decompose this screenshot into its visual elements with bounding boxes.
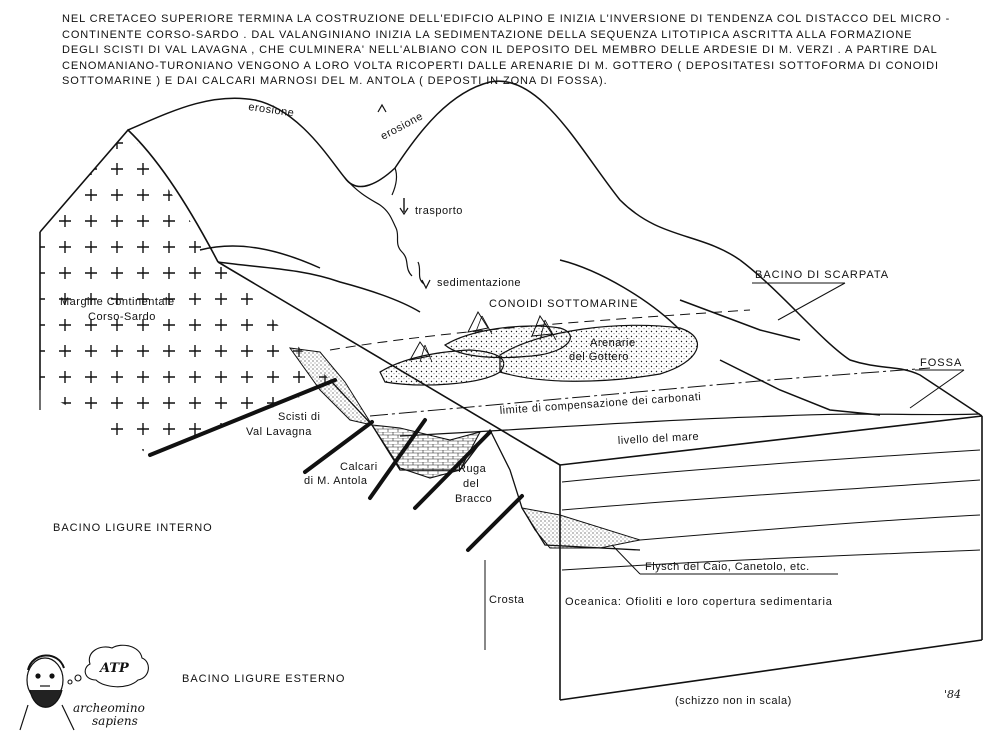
- arenarie-label: Arenarie: [590, 337, 636, 349]
- margin-label-2: Corso-Sardo: [88, 311, 156, 323]
- val-lavagna-label: Val Lavagna: [246, 426, 312, 438]
- not-to-scale-label: (schizzo non in scala): [675, 695, 792, 707]
- inner-basin-label: BACINO LIGURE INTERNO: [53, 522, 213, 534]
- submarine-fan-deposits: [379, 310, 699, 386]
- intro-line: SOTTOMARINE ) E DAI CALCARI MARNOSI DEL …: [62, 75, 608, 87]
- erosion-arrow: [377, 103, 387, 113]
- sedimentation-label: sedimentazione: [437, 277, 521, 289]
- sea-level-label: livello del mare: [618, 431, 700, 447]
- gottero-label: del Gottero: [569, 351, 629, 363]
- thought-bubble-icon: [67, 644, 149, 688]
- ccd-label: limite di compensazione dei carbonati: [499, 391, 701, 417]
- crust-label: Crosta: [489, 594, 525, 606]
- margin-label: Margine Continentale: [60, 296, 175, 308]
- logo-text-2: sapiens: [92, 714, 138, 728]
- continental-margin-block: [39, 128, 330, 455]
- logo-badge-text: ATP: [98, 661, 130, 676]
- intro-line: DEGLI SCISTI DI VAL LAVAGNA , CHE CULMIN…: [62, 44, 938, 56]
- ruga-del-label: del: [463, 478, 479, 490]
- submarine-fans-label: CONOIDI SOTTOMARINE: [489, 298, 639, 310]
- sea-level-line: [399, 413, 981, 437]
- bracco-label: Bracco: [455, 493, 492, 505]
- antola-label: di M. Antola: [304, 475, 368, 487]
- intro-line: CENOMANIANO-TURONIANO VENGONO A LORO VOL…: [62, 59, 939, 72]
- intro-line: NEL CRETACEO SUPERIORE TERMINA LA COSTRU…: [62, 13, 951, 25]
- trench-label: FOSSA: [920, 357, 962, 369]
- flysch-label: Flysch del Caio, Canetolo, etc.: [645, 561, 810, 573]
- archeomino-logo: ATP archeomino sapiens: [19, 644, 149, 731]
- outer-basin-label: BACINO LIGURE ESTERNO: [182, 673, 345, 685]
- erosion-label: erosione: [248, 101, 295, 119]
- signature: '84: [944, 688, 961, 701]
- calcari-label: Calcari: [340, 461, 378, 473]
- oceanic-label: Oceanica: Ofioliti e loro copertura sedi…: [565, 596, 833, 608]
- label-leaders: [611, 282, 965, 575]
- erosion-label-2: erosione: [379, 110, 425, 142]
- crust-layer-lines: [484, 449, 981, 650]
- intro-line: CONTINENTE CORSO-SARDO . DAL VALANGINIAN…: [62, 28, 913, 41]
- transport-stream: [344, 167, 431, 290]
- caio-flysch-deposit: [521, 507, 641, 549]
- faults: [148, 378, 524, 552]
- carbonate-compensation-line: [369, 367, 931, 417]
- intro-paragraph: NEL CRETACEO SUPERIORE TERMINA LA COSTRU…: [62, 12, 962, 90]
- slope-basin-label: BACINO DI SCARPATA: [755, 269, 889, 281]
- logo-text: archeomino: [73, 701, 145, 715]
- caveman-face-icon: [19, 654, 75, 731]
- scisti-label: Scisti di: [278, 411, 320, 423]
- ruga-label: Ruga: [458, 463, 487, 475]
- block-outline: [39, 261, 983, 701]
- transport-label: trasporto: [415, 205, 463, 217]
